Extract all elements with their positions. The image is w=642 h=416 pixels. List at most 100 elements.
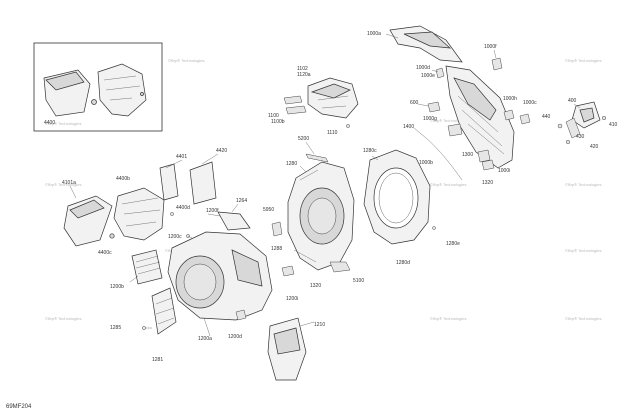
- label-1000b: 1000b: [419, 160, 433, 166]
- watermark: ©Brp® Technologies: [45, 316, 82, 321]
- label-1280c: 1280c: [363, 148, 377, 154]
- ring-1280c: [363, 149, 436, 245]
- inset-detail: 4400: [33, 42, 163, 132]
- label-4101a: 4101a: [62, 180, 76, 186]
- label-1200b: 1200b: [110, 284, 124, 290]
- watermark: ©Brp® Technologies: [168, 58, 205, 63]
- intake-bracket-1102: [283, 77, 359, 128]
- label-1120a: 1120a: [297, 72, 311, 78]
- label-410: 410: [609, 122, 618, 128]
- label-1000a: 1000a: [367, 31, 381, 37]
- part-1281-ribs: [155, 297, 175, 325]
- duct-1210-shade: [273, 327, 301, 355]
- part-440: [557, 123, 563, 129]
- part-1280e: [432, 226, 436, 230]
- side-panel-assembly: [63, 161, 217, 247]
- bracket-4400b: [113, 187, 165, 241]
- watermark: ©Brp® Technologies: [45, 121, 82, 126]
- part-1000g: [447, 123, 463, 137]
- part-600: [427, 101, 441, 113]
- label-4400c: 4400c: [98, 250, 112, 256]
- label-4401: 4401: [176, 154, 187, 160]
- housing-1200-fan-inner: [183, 263, 217, 301]
- part-1100b: [285, 105, 307, 115]
- part-4400c: [109, 233, 115, 239]
- gasket-1264: [217, 211, 251, 231]
- panel-4101a-shade: [69, 199, 105, 219]
- inset-side-panel-top: [45, 71, 85, 91]
- label-1200c: 1200c: [168, 234, 182, 240]
- cover-part-1000a-shade: [403, 31, 452, 49]
- part-1200d: [235, 309, 247, 321]
- fan-housing-1280: [271, 153, 355, 277]
- label-1100b: 1100b: [271, 119, 285, 125]
- upper-cover-assembly: [389, 25, 607, 181]
- label-1200f: 1200f: [206, 208, 219, 214]
- label-1210: 1210: [314, 322, 325, 328]
- label-1100: 1100: [268, 113, 279, 119]
- part-5100: [329, 261, 351, 273]
- main-housing-1200: [131, 211, 307, 381]
- watermark: ©Brp® Technologies: [430, 316, 467, 321]
- part-1285: [142, 326, 146, 330]
- watermark: ©Brp® Technologies: [565, 182, 602, 187]
- housing-1200-side: [231, 249, 263, 287]
- inset-label: 4400: [44, 120, 55, 126]
- inset-bracket: [97, 63, 147, 117]
- label-1320-bottom: 1320: [310, 283, 321, 289]
- clip-1000d: [435, 67, 445, 79]
- part-4401: [159, 163, 179, 201]
- clip-1000e: [519, 113, 531, 125]
- label-1000g: 1000g: [423, 116, 437, 122]
- clip-1000c: [503, 109, 515, 121]
- figure-code: 69MF204: [6, 404, 32, 410]
- part-4420: [189, 161, 217, 205]
- watermark: ©Brp® Technologies: [565, 248, 602, 253]
- part-labels: 1000a 1000b 1000c 1000d 1000e 1000f 1000…: [62, 31, 618, 363]
- label-430: 430: [576, 134, 585, 140]
- label-1102: 1102: [297, 66, 308, 72]
- bracket-4400b-ribs: [121, 197, 161, 227]
- part-5950: [271, 221, 283, 237]
- part-430: [565, 117, 581, 139]
- part-1300: [477, 149, 491, 163]
- clip-1000b: [491, 57, 503, 71]
- part-1288: [281, 265, 295, 277]
- part-5200: [305, 153, 329, 163]
- label-1110: 1110: [327, 130, 338, 136]
- part-440b: [565, 139, 571, 145]
- grille-1200b: [131, 249, 163, 285]
- part-410: [601, 115, 607, 121]
- label-1400: 1400: [403, 124, 414, 130]
- inset-frame: [33, 42, 163, 132]
- label-4420: 4420: [216, 148, 227, 154]
- label-1000h: 1000h: [503, 96, 517, 102]
- label-1200a: 1200a: [198, 336, 212, 342]
- ring-1280c-lip: [378, 172, 414, 224]
- label-420: 420: [590, 144, 599, 150]
- label-1200i: 1200i: [286, 296, 298, 302]
- part-1281: [151, 287, 177, 335]
- watermark: ©Brp® Technologies: [430, 118, 467, 123]
- label-5100: 5100: [353, 278, 364, 284]
- label-5950: 5950: [263, 207, 274, 213]
- part-4400d: [170, 212, 174, 216]
- watermark: ©Brp® Technologies: [565, 58, 602, 63]
- part-1110: [346, 124, 350, 128]
- label-5200: 5200: [298, 136, 309, 142]
- bracket-1102-shade: [310, 83, 351, 99]
- label-440: 440: [542, 114, 551, 120]
- label-1000i: 1000i: [498, 168, 510, 174]
- label-1280: 1280: [286, 161, 297, 167]
- label-4400b: 4400b: [116, 176, 130, 182]
- label-1300: 1300: [462, 152, 473, 158]
- leader-lines: [69, 33, 581, 337]
- label-4400d: 4400d: [176, 205, 190, 211]
- label-600: 600: [410, 100, 419, 106]
- label-1000d: 1000d: [416, 65, 430, 71]
- label-1285: 1285: [110, 325, 121, 331]
- cable-1400: [425, 137, 463, 181]
- ring-1280c-hole: [373, 167, 419, 229]
- label-400: 400: [568, 98, 577, 104]
- cover-main-ribs: [457, 95, 505, 155]
